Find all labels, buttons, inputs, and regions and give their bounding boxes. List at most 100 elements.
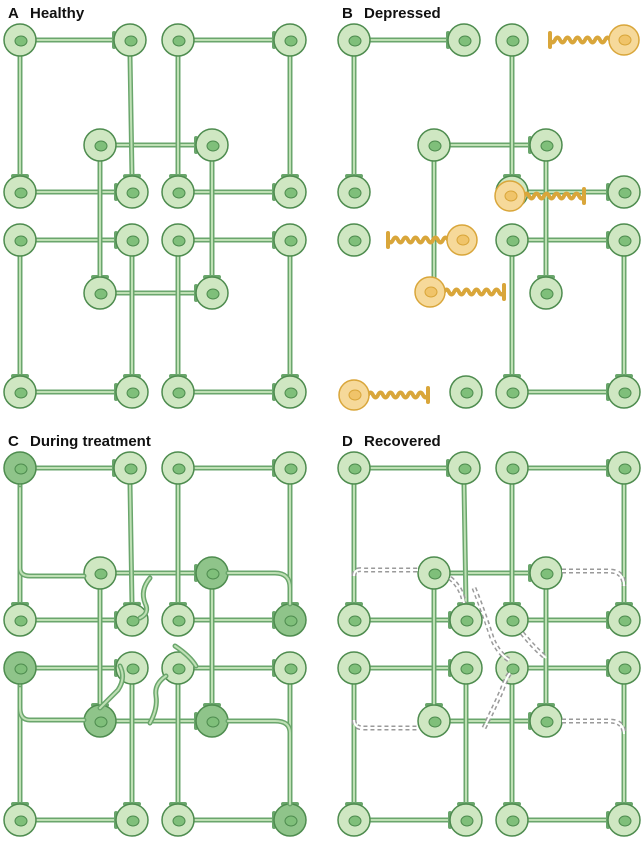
- panel-d-title: Recovered: [364, 433, 441, 450]
- ghost-axon-core: [449, 577, 465, 604]
- neuron-nucleus: [618, 387, 632, 399]
- ghost-axon: [351, 719, 418, 731]
- neuron-nucleus: [14, 387, 28, 399]
- damaged-neuron-nucleus: [424, 286, 438, 298]
- neuron-nucleus: [284, 815, 298, 827]
- sprouting-axon-highlight: [227, 720, 291, 805]
- ghost-axon-core: [353, 568, 418, 577]
- sprouting-axon-highlight: [149, 675, 167, 724]
- damaged-neuron-nucleus: [618, 34, 632, 46]
- ghost-axon-core: [562, 570, 625, 587]
- neuron-nucleus: [618, 615, 632, 627]
- neuron-nucleus: [460, 615, 474, 627]
- neuron-nucleus: [348, 35, 362, 47]
- neuron-nucleus: [348, 463, 362, 475]
- panel-a-letter: A: [8, 5, 19, 22]
- neuron-nucleus: [124, 35, 138, 47]
- damaged-neuron-nucleus: [456, 234, 470, 246]
- panel-b-letter: B: [342, 5, 353, 22]
- neuron-nucleus: [14, 615, 28, 627]
- retracted-axon: [522, 191, 586, 201]
- neuron-nucleus: [506, 463, 520, 475]
- neuron-nucleus: [284, 387, 298, 399]
- ghost-axon: [562, 718, 627, 735]
- neuron-nucleus: [506, 663, 520, 675]
- neuron-nucleus: [618, 663, 632, 675]
- neuron-nucleus: [172, 615, 186, 627]
- axon-highlight: [463, 483, 467, 605]
- neuron-nucleus: [428, 568, 442, 580]
- ghost-axon-core: [562, 720, 625, 735]
- neuron-nucleus: [94, 716, 108, 728]
- neuron-nucleus: [460, 663, 474, 675]
- ghost-axon-core: [521, 632, 547, 659]
- neuron-nucleus: [460, 387, 474, 399]
- sprouting-axon-highlight: [19, 487, 85, 577]
- neuron-nucleus: [172, 35, 186, 47]
- sprouting-axon: [225, 570, 293, 607]
- neuron-nucleus: [348, 235, 362, 247]
- neuron-nucleus: [284, 463, 298, 475]
- neuron-nucleus: [206, 288, 220, 300]
- panel-a-title: Healthy: [30, 5, 85, 22]
- neuron-nucleus: [348, 615, 362, 627]
- sprouting-axon-highlight: [227, 572, 291, 605]
- neuron-nucleus: [206, 568, 220, 580]
- panel-b-depressed: [337, 23, 641, 411]
- neuron-nucleus: [506, 615, 520, 627]
- sprouting-axon-highlight: [174, 645, 197, 667]
- neuron-nucleus: [540, 716, 554, 728]
- neuron-nucleus: [94, 568, 108, 580]
- neuron-nucleus: [506, 387, 520, 399]
- panel-c-title: During treatment: [30, 433, 151, 450]
- sprouting-axon: [17, 685, 87, 723]
- retracted-axon: [366, 390, 430, 400]
- panel-d-recovered: [337, 451, 641, 837]
- neuron-nucleus: [126, 815, 140, 827]
- neuron-nucleus: [458, 35, 472, 47]
- neuron-nucleus: [618, 815, 632, 827]
- neuron-nucleus: [172, 663, 186, 675]
- ghost-axon: [562, 568, 627, 587]
- neuron-nucleus: [14, 815, 28, 827]
- neuron-nucleus: [428, 716, 442, 728]
- neuron-nucleus: [126, 663, 140, 675]
- sprouting-axon-highlight: [139, 577, 151, 619]
- axon-highlight: [129, 483, 133, 605]
- neuron-nucleus: [14, 663, 28, 675]
- neuron-nucleus: [124, 463, 138, 475]
- ghost-axon-core: [483, 672, 511, 729]
- neuron-nucleus: [284, 663, 298, 675]
- neuron-nucleus: [172, 187, 186, 199]
- neuron-nucleus: [618, 187, 632, 199]
- neuron-nucleus: [540, 288, 554, 300]
- neuron-nucleus: [618, 235, 632, 247]
- neuron-nucleus: [94, 288, 108, 300]
- sprouting-axon-highlight: [99, 665, 124, 709]
- neuron-nucleus: [284, 187, 298, 199]
- neuron-nucleus: [14, 187, 28, 199]
- neuron-nucleus: [284, 235, 298, 247]
- neuron-nucleus: [284, 615, 298, 627]
- retracted-axon: [548, 35, 612, 45]
- sprouting-axon-highlight: [19, 687, 85, 721]
- neuron-nucleus: [540, 568, 554, 580]
- neuron-nucleus: [126, 615, 140, 627]
- neuron-nucleus: [284, 35, 298, 47]
- panel-b-title: Depressed: [364, 5, 441, 22]
- neuron-nucleus: [206, 716, 220, 728]
- neuron-nucleus: [506, 235, 520, 247]
- neuron-nucleus: [348, 815, 362, 827]
- neuron-nucleus: [94, 140, 108, 152]
- panel-d-letter: D: [342, 433, 353, 450]
- sprouting-axon: [225, 718, 293, 807]
- ghost-axon-core: [353, 719, 418, 729]
- sprouting-axon: [17, 485, 87, 579]
- neuron-nucleus: [172, 815, 186, 827]
- neuron-nucleus: [460, 815, 474, 827]
- neuron-nucleus: [14, 35, 28, 47]
- neuron-nucleus: [458, 463, 472, 475]
- ghost-axon: [448, 576, 467, 604]
- neuron-nucleus: [126, 235, 140, 247]
